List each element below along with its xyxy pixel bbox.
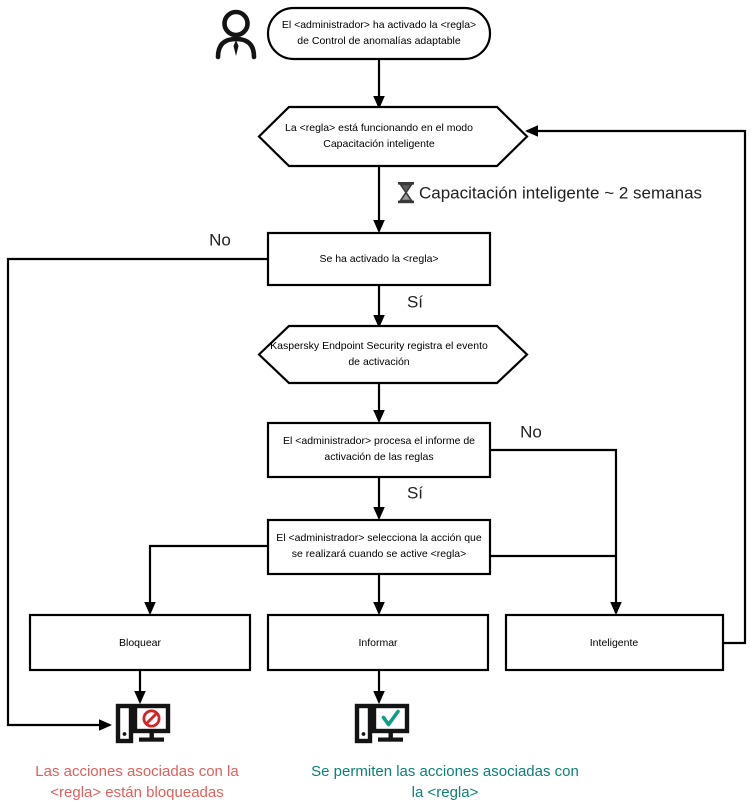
edge-label-report-yes: Sí — [407, 483, 423, 502]
node-training-label-2: Capacitación inteligente — [323, 138, 435, 150]
node-action-inform-shape — [266, 613, 490, 672]
node-action-smart-shape — [504, 613, 725, 672]
edge-label-triggered-no: No — [209, 230, 231, 249]
edge-select-to-block — [144, 544, 268, 616]
node-admin-select-label: El <administrador> selecciona la acción … — [276, 532, 482, 544]
node-start-label: El <administrador> ha activado la <regla… — [282, 19, 476, 31]
outcome-allowed-label-2: la <regla> — [412, 784, 479, 801]
node-action-inform-label: Informar — [358, 637, 398, 649]
edge-smart-feedback-loop — [524, 125, 747, 645]
node-event-logged-label-2: de activación — [348, 356, 409, 368]
outcome-allowed-label: Se permiten las acciones asociadas con — [311, 763, 579, 780]
node-event-logged-shape — [257, 324, 529, 385]
node-admin-select-shape — [266, 518, 492, 576]
person-icon — [215, 9, 257, 60]
edge-label-triggered-yes: Sí — [407, 292, 423, 311]
hourglass-icon — [398, 182, 414, 204]
node-action-smart-label: Inteligente — [590, 637, 639, 649]
outcome-blocked-label-2: <regla> están bloqueadas — [50, 784, 223, 801]
node-admin-report-shape — [266, 421, 492, 479]
node-start-label-2: de Control de anomalías adaptable — [297, 35, 461, 47]
node-action-block-label: Bloquear — [119, 637, 162, 649]
node-start-shape — [266, 6, 492, 61]
computer-allowed-icon — [354, 703, 410, 744]
node-training-shape — [257, 105, 529, 168]
node-training-label: La <regla> está funcionando en el modo — [285, 122, 473, 134]
computer-blocked-icon — [115, 703, 171, 744]
edge-triggered-no — [6, 257, 268, 731]
edge-report-no — [490, 448, 622, 616]
outcome-blocked-label: Las acciones asociadas con la — [35, 763, 239, 780]
node-event-logged-label: Kaspersky Endpoint Security registra el … — [270, 340, 488, 352]
node-admin-report-label: El <administrador> procesa el informe de — [283, 435, 475, 447]
node-admin-select-label-2: se realizará cuando se active <regla> — [292, 548, 467, 560]
node-rule-triggered-shape — [266, 231, 492, 287]
edge-label-training-duration: Capacitación inteligente ~ 2 semanas — [419, 183, 702, 202]
node-admin-report-label-2: activación de las reglas — [324, 451, 433, 463]
node-rule-triggered-label: Se ha activado la <regla> — [319, 253, 438, 265]
edge-label-report-no: No — [520, 422, 542, 441]
node-action-block-shape — [28, 613, 252, 672]
